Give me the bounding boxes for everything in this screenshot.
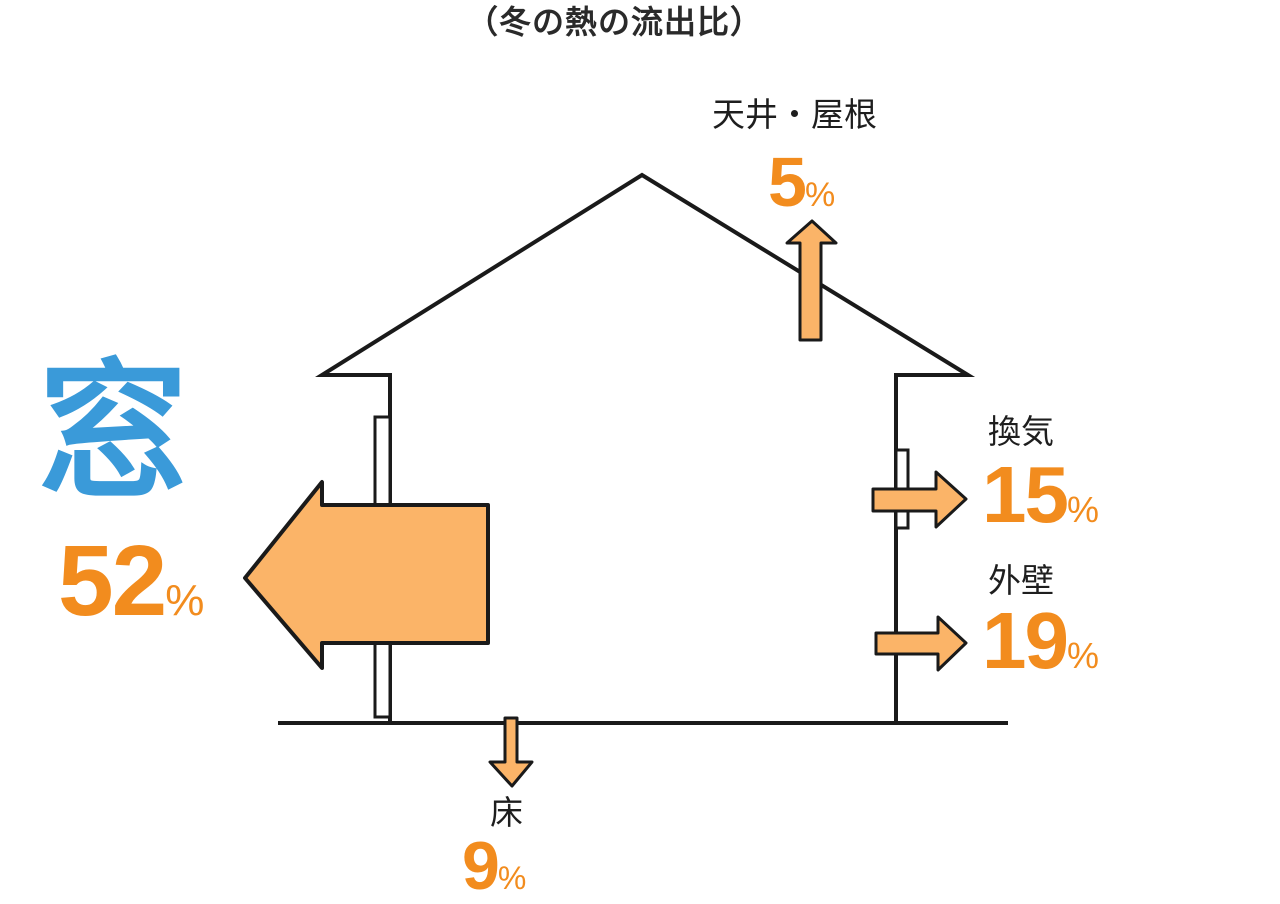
percent-sign: %: [497, 860, 527, 896]
vent-label: 換気: [988, 412, 1054, 451]
roof-value: 5: [768, 143, 807, 221]
house-outline: [315, 172, 976, 722]
floor-percent: 9%: [462, 832, 526, 900]
vent-heat-arrow: [871, 470, 968, 529]
percent-sign: %: [804, 176, 836, 214]
wall-label: 外壁: [988, 561, 1054, 600]
percent-sign: %: [1066, 489, 1099, 530]
percent-sign: %: [165, 576, 205, 625]
floor-value: 9: [462, 828, 500, 904]
roof-percent: 5%: [768, 147, 835, 217]
roof-label: 天井・屋根: [712, 95, 877, 134]
floor-heat-arrow: [488, 716, 534, 788]
vent-value: 15: [982, 450, 1069, 539]
floor-label: 床: [490, 793, 523, 832]
wall-heat-arrow: [874, 615, 968, 672]
roof-heat-arrow: [785, 219, 838, 342]
wall-percent: 19%: [982, 601, 1099, 681]
vent-percent: 15%: [982, 455, 1099, 535]
percent-sign: %: [1066, 635, 1099, 676]
wall-value: 19: [982, 596, 1069, 685]
window-value: 52: [58, 525, 167, 637]
window-heat-arrow: [243, 480, 490, 670]
window-label: 窓: [38, 346, 189, 520]
diagram-title: （冬の熱の流出比）: [466, 3, 764, 41]
window-percent: 52%: [58, 531, 204, 631]
